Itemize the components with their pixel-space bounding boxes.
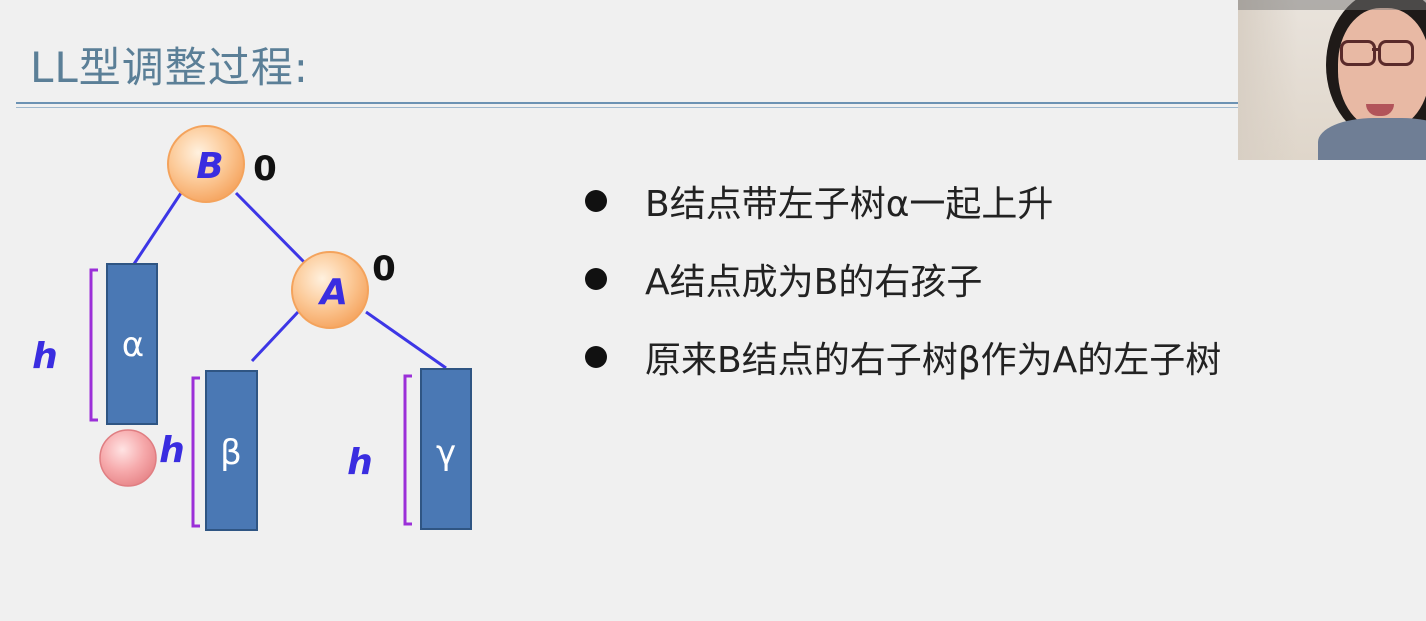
presenter-webcam [1238, 0, 1426, 160]
edge-a-beta [250, 310, 300, 363]
subtree-alpha [106, 263, 158, 425]
bullet-dot-icon [585, 268, 607, 290]
bullet-text: B结点带左子树α一起上升 [645, 184, 1054, 225]
glasses-icon [1340, 40, 1376, 66]
title-divider-thin [16, 107, 1238, 108]
avl-ll-rotation-diagram: B 0 A 0 α h β h γ h [32, 125, 472, 531]
bullet-text: A结点成为B的右孩子 [645, 262, 983, 303]
subtree-gamma-label: γ [436, 433, 456, 473]
node-b [167, 125, 245, 203]
presenter-sweater [1318, 118, 1426, 160]
bullet-item: A结点成为B的右孩子 [585, 240, 1221, 318]
title-divider [16, 102, 1238, 104]
inserted-node [99, 429, 157, 487]
node-a-label: A [317, 272, 348, 313]
subtree-alpha-label: α [122, 325, 144, 365]
bullet-dot-icon [585, 190, 607, 212]
bullet-text: 原来B结点的右子树β作为A的左子树 [645, 340, 1222, 381]
bullet-item: 原来B结点的右子树β作为A的左子树 [585, 318, 1221, 396]
node-b-label: B [196, 146, 223, 187]
edge-a-gamma [365, 310, 447, 370]
edge-b-alpha [132, 192, 183, 265]
bullet-dot-icon [585, 346, 607, 368]
subtree-gamma [420, 368, 472, 530]
node-a-balance: 0 [372, 249, 396, 289]
bullet-item: B结点带左子树α一起上升 [585, 162, 1221, 240]
subtree-beta [205, 370, 258, 531]
bracket-alpha [89, 268, 98, 422]
bracket-beta [191, 376, 200, 528]
height-label-alpha: h [32, 336, 58, 377]
webcam-caption-strip [1238, 0, 1426, 10]
subtree-beta-label: β [220, 433, 242, 473]
edge-b-a [234, 191, 308, 266]
slide-title: LL型调整过程: [30, 43, 309, 92]
bullet-list: B结点带左子树α一起上升 A结点成为B的右孩子 原来B结点的右子树β作为A的左子… [585, 162, 1221, 396]
height-label-gamma: h [347, 442, 373, 483]
node-a [291, 251, 369, 329]
bracket-gamma [403, 374, 412, 526]
height-label-beta: h [159, 430, 185, 471]
node-b-balance: 0 [253, 149, 277, 189]
